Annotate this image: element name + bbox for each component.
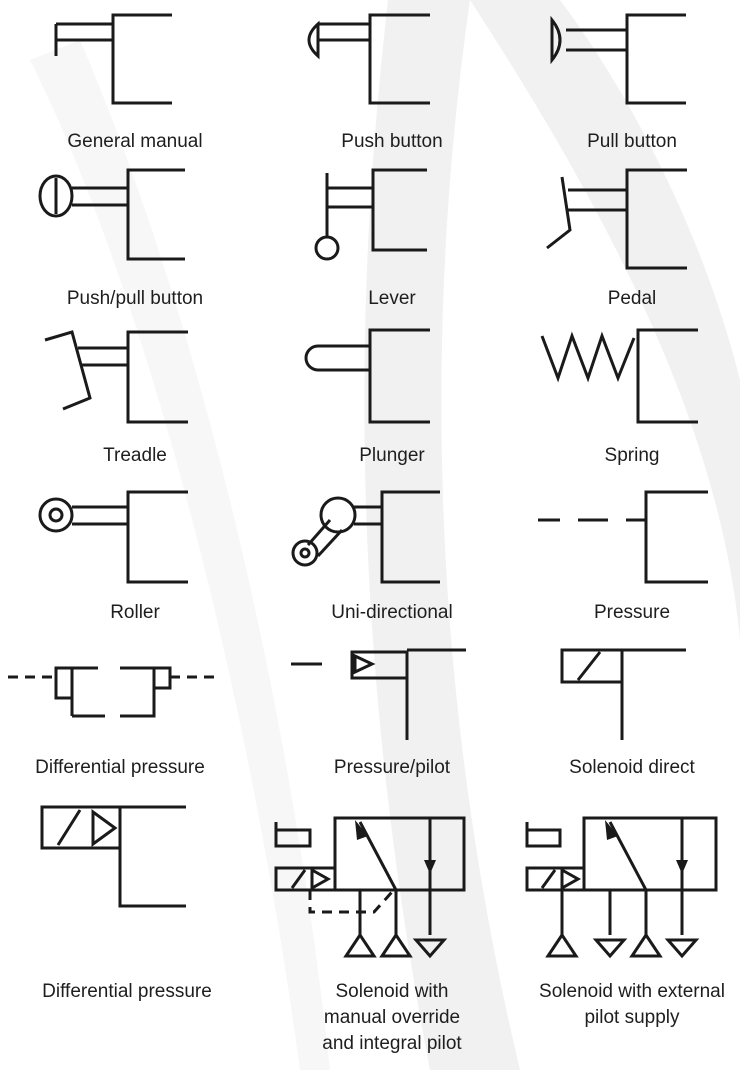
label-treadle: Treadle — [103, 445, 167, 466]
label-lever: Lever — [368, 288, 416, 309]
background-watermark — [30, 0, 740, 1070]
label-pedal: Pedal — [607, 288, 657, 309]
label-pressure-pilot: Pressure/pilot — [333, 757, 451, 778]
label-differential-pressure-solenoid: Differential pressure — [42, 981, 212, 1002]
plunger-icon — [304, 328, 430, 424]
differential-pressure-icon — [8, 666, 220, 718]
label-solenoid-external-pilot: Solenoid with external pilot supply — [539, 981, 725, 1028]
pedal-icon — [546, 168, 687, 270]
differential-pressure-solenoid-icon — [40, 805, 186, 908]
solenoid-external-pilot-supply-icon — [525, 816, 718, 959]
label-spring: Spring — [604, 445, 660, 466]
label-roller: Roller — [110, 602, 160, 623]
label-pull-button: Pull button — [587, 131, 677, 152]
solenoid-manual-override-integral-pilot-icon — [274, 816, 466, 959]
label-push-pull-button: Push/pull button — [66, 288, 204, 309]
push-pull-button-icon — [38, 168, 185, 261]
roller-icon — [38, 490, 188, 584]
treadle-icon — [44, 330, 188, 424]
pressure-pilot-icon — [291, 648, 466, 740]
general-manual-icon — [54, 13, 172, 105]
label-general-manual: General manual — [67, 131, 203, 152]
label-differential-pressure: Differential pressure — [35, 757, 205, 778]
label-pressure: Pressure — [593, 602, 671, 623]
label-plunger: Plunger — [359, 445, 425, 466]
spring-icon — [540, 328, 698, 424]
solenoid-direct-icon — [560, 648, 686, 740]
label-solenoid-direct: Solenoid direct — [569, 757, 695, 778]
label-push-button: Push button — [341, 131, 443, 152]
pressure-icon — [538, 490, 708, 584]
lever-icon — [314, 168, 427, 261]
push-button-icon — [307, 13, 430, 105]
label-uni-directional: Uni-directional — [331, 602, 453, 623]
pull-button-icon — [550, 13, 686, 105]
uni-directional-roller-icon — [291, 490, 440, 584]
label-solenoid-manual-override: Solenoid with manual override and integr… — [322, 981, 462, 1054]
